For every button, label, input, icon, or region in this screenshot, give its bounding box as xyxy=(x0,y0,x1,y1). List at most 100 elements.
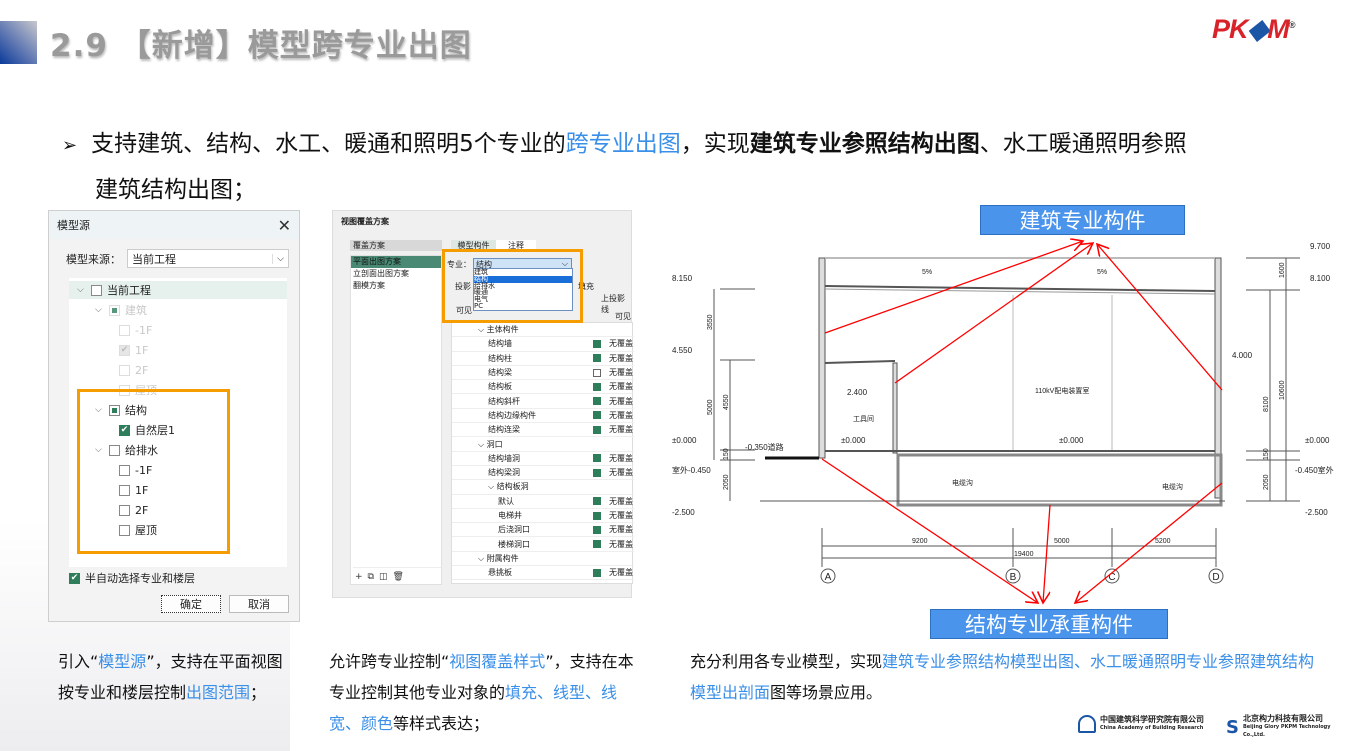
override-value[interactable]: 无覆盖 xyxy=(609,511,633,521)
dropdown-option[interactable]: PC xyxy=(474,301,484,310)
tree-item[interactable]: 2F xyxy=(113,501,148,519)
table-row[interactable]: ⌵ 附属构件 xyxy=(452,552,634,567)
dropdown-option[interactable]: 结构 xyxy=(474,275,572,283)
tree-checkbox[interactable] xyxy=(119,324,130,336)
table-row[interactable]: 后浇洞口无覆盖 xyxy=(452,523,634,538)
scheme-item[interactable]: 立剖面出图方案 xyxy=(353,269,409,278)
ok-button[interactable]: 确定 xyxy=(161,595,221,613)
table-row[interactable]: 结构梁无覆盖 xyxy=(452,366,634,381)
override-value[interactable]: 无覆盖 xyxy=(609,410,633,420)
table-row[interactable]: 结构板无覆盖 xyxy=(452,380,634,395)
visible-checkbox[interactable] xyxy=(593,454,601,463)
chevron-down-icon[interactable]: ⌵ xyxy=(95,405,102,415)
scheme-item[interactable]: 翻模方案 xyxy=(353,281,385,290)
dropdown-option[interactable]: 建筑 xyxy=(474,268,488,276)
table-row[interactable]: ⌵ 主体构件 xyxy=(452,323,634,338)
visible-checkbox[interactable] xyxy=(593,368,601,377)
source-select[interactable]: 当前工程⌵ xyxy=(127,249,289,268)
override-value[interactable]: 无覆盖 xyxy=(609,468,633,478)
chevron-down-icon[interactable]: ⌵ xyxy=(478,325,487,335)
visible-checkbox[interactable] xyxy=(593,468,601,477)
table-row[interactable]: 悬挑板无覆盖 xyxy=(452,566,634,581)
rename-icon[interactable]: ◫ xyxy=(378,572,388,582)
override-value[interactable]: 无覆盖 xyxy=(609,353,633,363)
table-row[interactable]: 结构梁洞无覆盖 xyxy=(452,466,634,481)
table-row[interactable]: 电梯井无覆盖 xyxy=(452,509,634,524)
chevron-down-icon[interactable]: ⌵ xyxy=(77,285,84,295)
chevron-down-icon[interactable]: ⌵ xyxy=(95,445,102,455)
table-row[interactable]: 结构斜杆无覆盖 xyxy=(452,395,634,409)
visible-checkbox[interactable] xyxy=(593,382,601,391)
chevron-down-icon[interactable]: ⌵ xyxy=(478,553,487,563)
table-row[interactable]: 楼梯洞口无覆盖 xyxy=(452,538,634,552)
tree-item[interactable]: ⌵建筑 xyxy=(95,301,147,319)
tree-checkbox[interactable] xyxy=(109,444,120,456)
override-value[interactable]: 无覆盖 xyxy=(609,368,633,378)
tree-checkbox[interactable] xyxy=(91,284,102,296)
delete-icon[interactable]: 🗑 xyxy=(392,572,404,582)
visible-checkbox[interactable] xyxy=(593,339,601,348)
tab-model-components[interactable]: 模型构件 xyxy=(451,240,496,251)
table-row[interactable]: ⌵ 洞口 xyxy=(452,437,634,452)
tree-item[interactable]: 1F xyxy=(113,481,148,499)
visible-checkbox[interactable] xyxy=(593,497,601,506)
copy-icon[interactable]: ⧉ xyxy=(367,572,374,582)
visible-checkbox[interactable] xyxy=(593,511,601,520)
override-value[interactable]: 无覆盖 xyxy=(609,568,633,578)
tab-annotation[interactable]: 注释 xyxy=(496,240,536,251)
visible-checkbox[interactable] xyxy=(593,411,601,420)
tree-item[interactable]: ✔自然层1 xyxy=(113,421,175,439)
tree-item[interactable]: -1F xyxy=(113,461,152,479)
override-value[interactable]: 无覆盖 xyxy=(609,382,633,392)
visible-checkbox[interactable] xyxy=(593,397,601,406)
tree-checkbox[interactable]: ✔ xyxy=(119,344,130,356)
tab-projection-line[interactable]: 上投影线 xyxy=(601,294,625,314)
tree-item[interactable]: 屋顶 xyxy=(113,521,157,539)
tree-checkbox[interactable] xyxy=(119,484,130,496)
tab-projection[interactable]: 投影 xyxy=(455,282,471,291)
tree-checkbox[interactable] xyxy=(119,504,130,516)
visible-checkbox[interactable] xyxy=(593,425,601,434)
tree-checkbox[interactable] xyxy=(119,464,130,476)
dropdown-option[interactable]: 暖通 xyxy=(474,288,488,297)
override-value[interactable]: 无覆盖 xyxy=(609,539,633,549)
table-row[interactable]: ⌵ 结构板洞 xyxy=(452,480,634,495)
override-value[interactable]: 无覆盖 xyxy=(609,425,633,435)
visible-checkbox[interactable] xyxy=(593,525,601,534)
add-icon[interactable]: + xyxy=(355,572,363,582)
tree-checkbox[interactable] xyxy=(119,364,130,376)
table-row[interactable]: 结构边缘构件无覆盖 xyxy=(452,409,634,424)
override-value[interactable]: 无覆盖 xyxy=(609,496,633,506)
table-row[interactable]: 结构连梁无覆盖 xyxy=(452,423,634,438)
tree-item[interactable]: ⌵给排水 xyxy=(95,441,158,459)
tree-item[interactable]: -1F xyxy=(113,321,152,339)
visible-checkbox[interactable] xyxy=(593,568,601,577)
tree-item[interactable]: ⌵当前工程 xyxy=(69,281,287,299)
auto-select-checkbox[interactable]: ✔ xyxy=(69,572,80,584)
override-value[interactable]: 无覆盖 xyxy=(609,453,633,463)
table-row[interactable]: 结构墙无覆盖 xyxy=(452,337,634,352)
cancel-button[interactable]: 取消 xyxy=(229,595,289,613)
tree-item[interactable]: 2F xyxy=(113,361,148,379)
visible-checkbox[interactable] xyxy=(593,540,601,549)
dropdown-option[interactable]: 电气 xyxy=(474,295,488,304)
chevron-down-icon[interactable]: ⌵ xyxy=(478,439,487,449)
tree-checkbox[interactable] xyxy=(119,524,130,536)
tree-item[interactable]: ✔1F xyxy=(113,341,148,359)
table-row[interactable]: 结构墙洞无覆盖 xyxy=(452,452,634,466)
tab-fill[interactable]: 填充 xyxy=(578,282,594,291)
table-row[interactable]: 结构柱无覆盖 xyxy=(452,352,634,366)
override-value[interactable]: 无覆盖 xyxy=(609,396,633,406)
chevron-down-icon[interactable]: ⌵ xyxy=(95,305,102,315)
tree-item[interactable]: ⌵结构 xyxy=(95,401,147,419)
table-row[interactable]: 默认无覆盖 xyxy=(452,495,634,509)
override-value[interactable]: 无覆盖 xyxy=(609,525,633,535)
visible-checkbox[interactable] xyxy=(593,354,601,363)
tree-checkbox[interactable]: ✔ xyxy=(119,424,130,436)
dropdown-option[interactable]: 给排水 xyxy=(474,281,495,290)
override-value[interactable]: 无覆盖 xyxy=(609,339,633,349)
tree-checkbox[interactable] xyxy=(109,404,120,416)
scheme-item[interactable]: 平面出图方案 xyxy=(351,256,441,268)
tree-checkbox[interactable] xyxy=(109,304,120,316)
